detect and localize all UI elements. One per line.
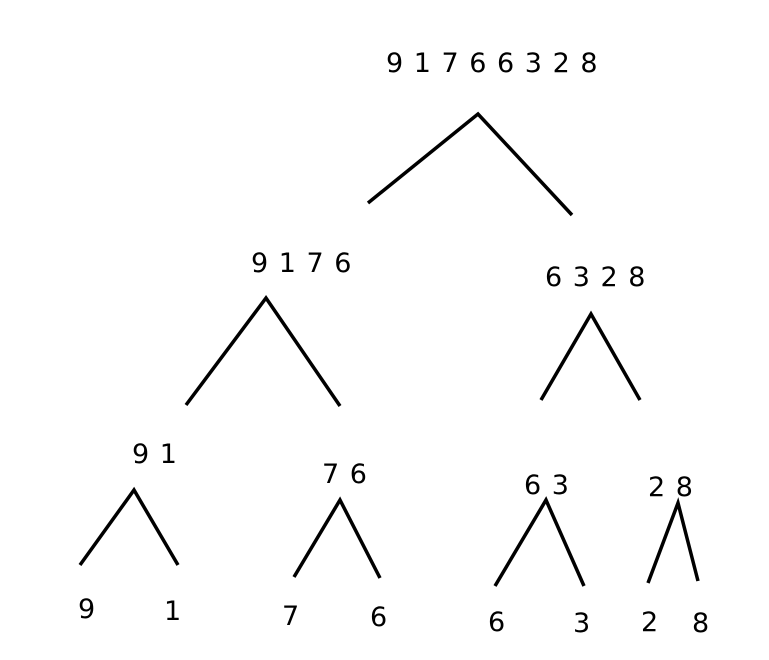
right-half-label: 6 3 2 8	[545, 262, 646, 293]
pair-7-6-branch	[292, 496, 382, 579]
pair-9-1-label: 9 1	[132, 439, 178, 470]
pair-2-8-branch	[646, 497, 700, 584]
root-split-branch	[366, 111, 574, 217]
right-half-branch	[539, 310, 642, 401]
leaf-2-label: 2	[641, 607, 659, 638]
leaf-3-label: 3	[573, 608, 591, 639]
leaf-1-label: 1	[164, 596, 182, 627]
pair-9-1-branch	[78, 486, 180, 567]
leaf-7-label: 7	[282, 601, 300, 632]
leaf-6-label: 6	[370, 602, 388, 633]
leaf-9-label: 9	[78, 594, 96, 625]
leaf-8-label: 8	[692, 608, 710, 639]
left-half-label: 9 1 7 6	[251, 248, 352, 279]
leaf-6b-label: 6	[488, 607, 506, 638]
pair-7-6-label: 7 6	[322, 459, 368, 490]
left-half-branch	[184, 294, 342, 407]
pair-6-3-label: 6 3	[524, 470, 570, 501]
pair-2-8-label: 2 8	[648, 472, 694, 503]
pair-6-3-branch	[493, 496, 586, 587]
root-node-label: 9 1 7 6 6 3 2 8	[386, 48, 599, 79]
